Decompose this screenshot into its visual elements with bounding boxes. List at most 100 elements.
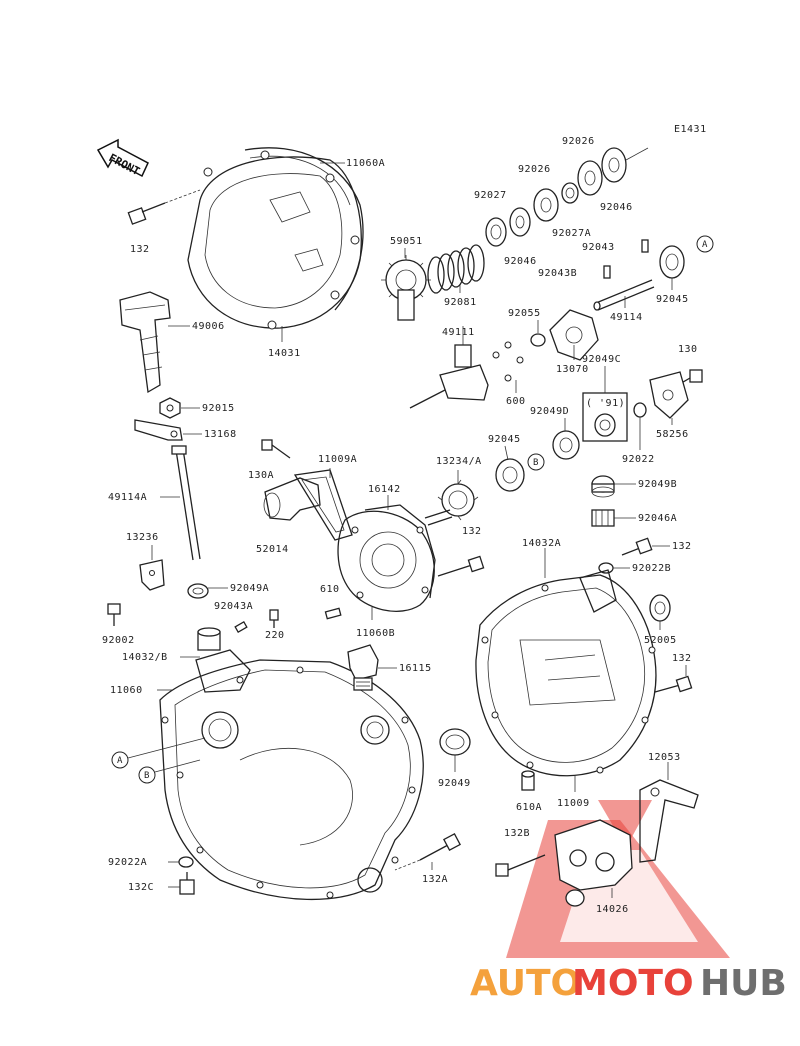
bearing-92046A-part — [591, 509, 615, 527]
plug-16115-part — [347, 644, 379, 691]
label-11060: 11060 — [110, 685, 143, 696]
shaft-49111-part — [409, 340, 489, 409]
label-92046-a: 92046 — [504, 256, 537, 267]
svg-text:A: A — [117, 756, 123, 766]
bearing-92045-upper-part — [659, 245, 685, 279]
crankcase-cover-11060-part — [159, 627, 424, 901]
label-11009A: 11009A — [318, 454, 357, 465]
guide-14026-part — [554, 819, 633, 907]
front-arrow-icon: FRONT — [96, 138, 149, 178]
bolt-92002-part — [107, 603, 121, 626]
label-52014: 52014 — [256, 544, 289, 555]
label-58256: 58256 — [656, 429, 689, 440]
label-92046-b: 92046 — [600, 202, 633, 213]
label-49114A: 49114A — [108, 492, 147, 503]
o-ring-92055-part — [530, 333, 546, 347]
lever-13168-part — [134, 419, 183, 441]
hose-49006-part — [119, 291, 171, 394]
shaft-49114A-part — [171, 445, 201, 561]
svg-text:A: A — [702, 240, 708, 250]
label-92002: 92002 — [102, 635, 135, 646]
bolt-132-right-lower-part — [654, 675, 693, 693]
label-92045-lower: 92045 — [488, 434, 521, 445]
watermark-text-hub: HUB — [700, 963, 787, 1004]
bolt-132-part — [127, 189, 201, 225]
washer-stack-part — [485, 147, 649, 247]
label-132-top: 132 — [130, 244, 150, 255]
label-13168: 13168 — [204, 429, 237, 440]
bracket-12053-part — [639, 779, 699, 863]
holder-13070-part — [549, 309, 599, 361]
label-13070: 13070 — [556, 364, 589, 375]
shaft-49114-part — [593, 279, 655, 311]
label-132-right-upper: 132 — [672, 541, 692, 552]
label-92055: 92055 — [508, 308, 541, 319]
seal-92049D-part — [552, 430, 580, 460]
dowel-610A-part — [521, 770, 535, 791]
bearing-92045-lower-part — [495, 458, 525, 492]
label-13236: 13236 — [126, 532, 159, 543]
label-92027A: 92027A — [552, 228, 591, 239]
label-610: 610 — [320, 584, 340, 595]
label-92046A: 92046A — [638, 513, 677, 524]
label-49111: 49111 — [442, 327, 475, 338]
svg-text:B: B — [144, 771, 149, 781]
label-16115: 16115 — [399, 663, 432, 674]
seal-92049A-part — [187, 583, 209, 599]
label-92043: 92043 — [582, 242, 615, 253]
label-600: 600 — [506, 396, 526, 407]
label-14026: 14026 — [596, 904, 629, 915]
bolt-132-right-upper-part — [621, 537, 653, 556]
label-14031: 14031 — [268, 348, 301, 359]
seal-92049C-group — [582, 366, 628, 442]
label-610A: 610A — [516, 802, 542, 813]
label-92049D: 92049D — [530, 406, 569, 417]
fitting-52014-part — [263, 477, 321, 521]
label-92026-b: 92026 — [562, 136, 595, 147]
clutch-cover-part — [187, 147, 364, 330]
label-52005: 52005 — [644, 635, 677, 646]
label-130: 130 — [678, 344, 698, 355]
bolt-130A-part — [261, 439, 291, 459]
label-12053: 12053 — [648, 752, 681, 763]
label-11060B: 11060B — [356, 628, 395, 639]
washer-92022A-part — [178, 856, 194, 868]
label-92081: 92081 — [444, 297, 477, 308]
label-132-right-lower: 132 — [672, 653, 692, 664]
label-92027: 92027 — [474, 190, 507, 201]
seal-92049B-part — [591, 475, 615, 498]
label-16142: 16142 — [368, 484, 401, 495]
bolt-132A-part — [394, 833, 461, 871]
clutch-cover-14032A-part — [475, 569, 657, 777]
watermark-text-auto: AUTO — [470, 963, 581, 1004]
label-132B: 132B — [504, 828, 530, 839]
seal-92049-part — [439, 728, 471, 756]
label-92022A: 92022A — [108, 857, 147, 868]
label-92049: 92049 — [438, 778, 471, 789]
callout-a-bottom: A — [111, 737, 206, 769]
bracket-13236-part — [139, 559, 165, 591]
ball-600-part — [492, 341, 524, 382]
label-132-middle: 132 — [462, 526, 482, 537]
pin-92043B-part — [603, 265, 611, 279]
label-92045-upper: 92045 — [656, 294, 689, 305]
label-92043A: 92043A — [214, 601, 253, 612]
water-pump-16142-part — [337, 504, 436, 612]
label-132C: 132C — [128, 882, 154, 893]
label-92043B: 92043B — [538, 268, 577, 279]
diagram-code: E1431 — [674, 124, 707, 135]
screw-220-part — [269, 609, 279, 628]
seal-52005-part — [649, 594, 671, 622]
pin-92043A-part — [234, 621, 248, 633]
washer-92022-part — [633, 402, 647, 418]
callout-a-top: A — [696, 235, 714, 253]
label-92022: 92022 — [622, 454, 655, 465]
impeller-shaft-13234A-part — [424, 479, 479, 526]
label-92049C: 92049C — [582, 354, 621, 365]
gasket-11009A-part — [293, 469, 353, 541]
label-13234A: 13234/A — [436, 456, 482, 467]
label-92026-a: 92026 — [518, 164, 551, 175]
label-91-year: ( '91) — [586, 398, 625, 409]
callout-b-bottom: B — [138, 759, 201, 784]
